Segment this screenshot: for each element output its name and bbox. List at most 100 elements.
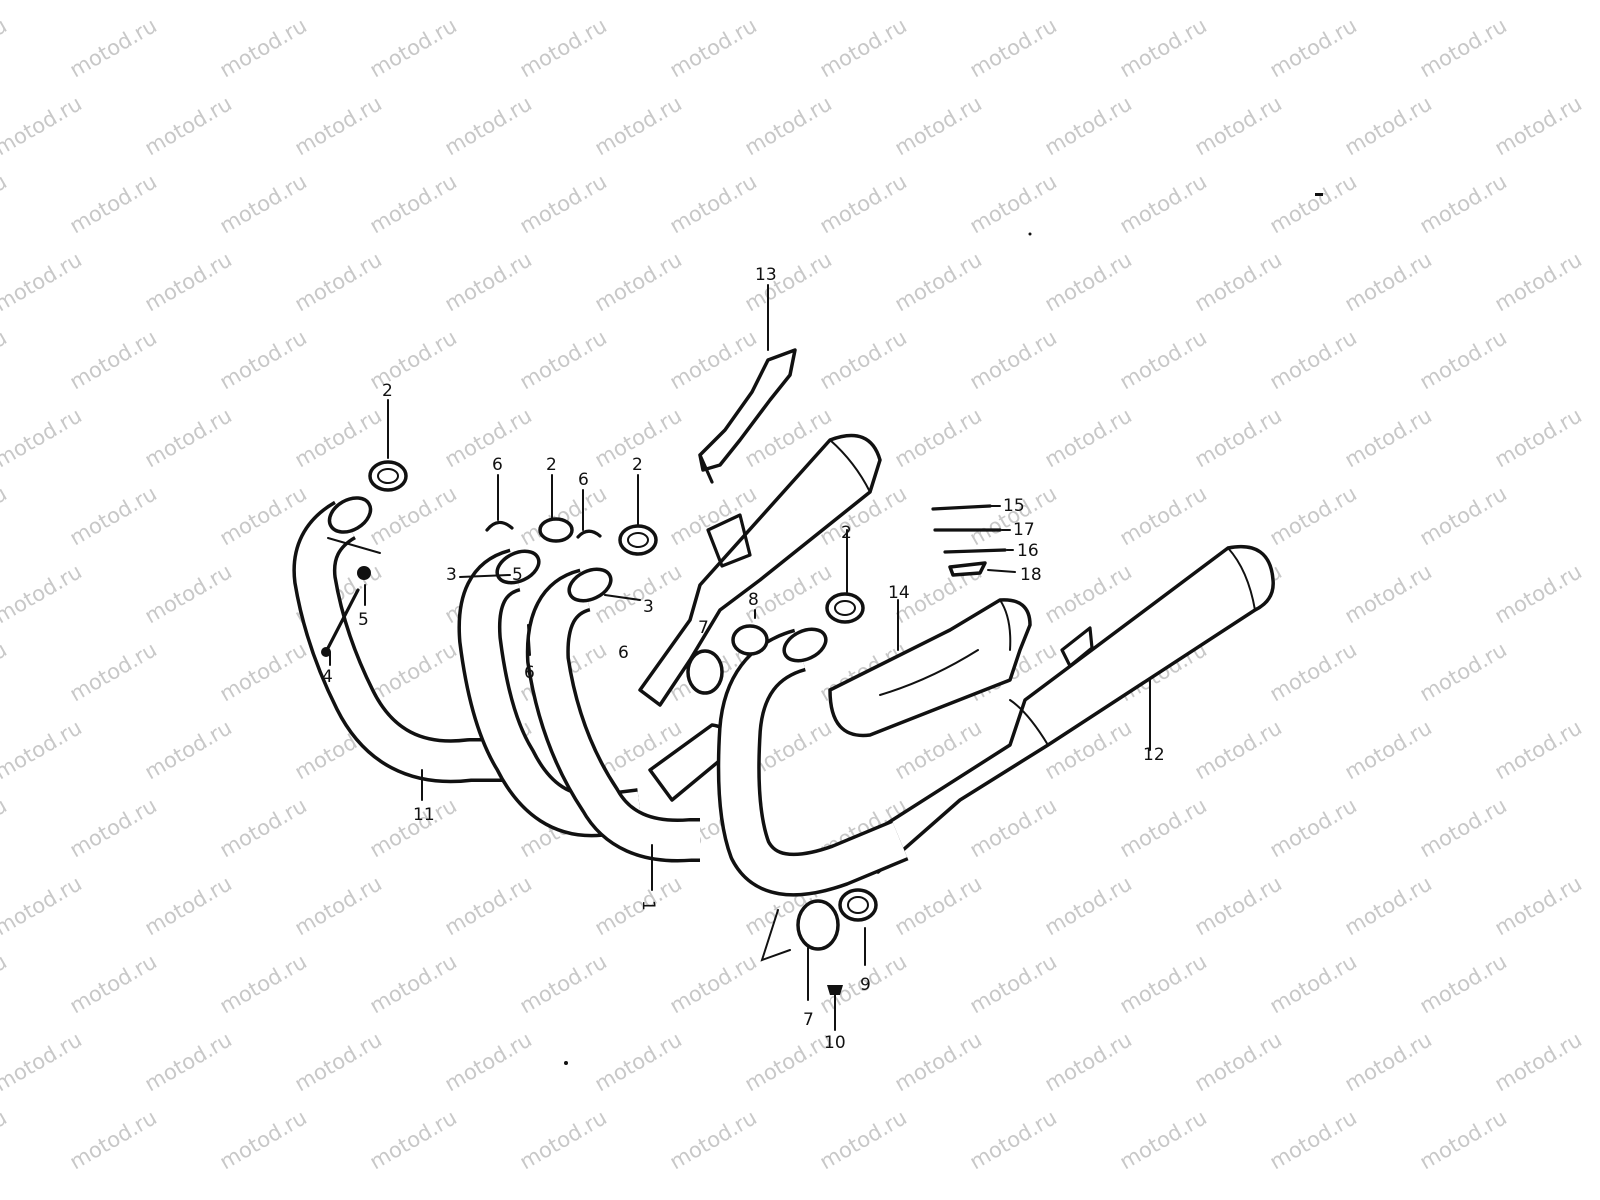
watermark-text: motod.ru [816, 325, 911, 394]
watermark-text: motod.ru [0, 1027, 86, 1096]
callout-5a: 5 [358, 610, 369, 630]
watermark-text: motod.ru [1491, 247, 1586, 316]
watermark-text: motod.ru [1416, 481, 1511, 550]
watermark-text: motod.ru [441, 403, 536, 472]
callout-2d: 2 [841, 523, 852, 543]
watermark-text: motod.ru [1341, 1027, 1436, 1096]
callout-11: 11 [413, 805, 435, 825]
watermark-text: motod.ru [591, 0, 686, 4]
watermark-text: motod.ru [591, 247, 686, 316]
watermark-text: motod.ru [816, 1105, 911, 1174]
watermark-text: motod.ru [1116, 325, 1211, 394]
callout-3a: 3 [446, 565, 457, 585]
watermark-text: motod.ru [1416, 325, 1511, 394]
watermark-text: motod.ru [0, 793, 11, 862]
watermark-text: motod.ru [741, 0, 836, 4]
watermark-text: motod.ru [66, 1105, 161, 1174]
watermark-text: motod.ru [1266, 13, 1361, 82]
watermark-text: motod.ru [291, 871, 386, 940]
watermark-text: motod.ru [216, 637, 311, 706]
watermark-text: motod.ru [141, 1027, 236, 1096]
watermark-text: motod.ru [0, 715, 86, 784]
right-short-muffler-part-14 [828, 598, 1032, 738]
watermark-text: motod.ru [1341, 559, 1436, 628]
watermark-text: motod.ru [1491, 403, 1586, 472]
watermark-text: motod.ru [1491, 871, 1586, 940]
watermark-text: motod.ru [1116, 793, 1211, 862]
watermark-text: motod.ru [966, 325, 1061, 394]
watermark-text: motod.ru [1041, 247, 1136, 316]
watermark-text: motod.ru [366, 793, 461, 862]
callout-6d: 6 [618, 643, 629, 663]
watermark-text: motod.ru [366, 481, 461, 550]
watermark-text: motod.ru [1116, 949, 1211, 1018]
watermark-text: motod.ru [1491, 91, 1586, 160]
watermark-text: motod.ru [66, 481, 161, 550]
watermark-text: motod.ru [0, 559, 86, 628]
watermark-text: motod.ru [441, 247, 536, 316]
callout-9: 9 [860, 975, 871, 995]
watermark-text: motod.ru [1266, 949, 1361, 1018]
watermark-text: motod.ru [1341, 871, 1436, 940]
watermark-text: motod.ru [1416, 793, 1511, 862]
watermark-text: motod.ru [666, 169, 761, 238]
watermark-text: motod.ru [816, 169, 911, 238]
watermark-text: motod.ru [0, 325, 11, 394]
watermark-text: motod.ru [1416, 949, 1511, 1018]
watermark-text: motod.ru [516, 1105, 611, 1174]
callout-2c: 2 [632, 455, 643, 475]
callout-18: 18 [1020, 565, 1042, 585]
watermark-text: motod.ru [666, 325, 761, 394]
watermark-text: motod.ru [1266, 637, 1361, 706]
callout-7a: 7 [698, 618, 709, 638]
watermark-layer: motod.ru motod.ru motod.ru motod.ru motod.ru… [0, 0, 1586, 1174]
watermark-text: motod.ru [966, 1105, 1061, 1174]
watermark-text: motod.ru [216, 793, 311, 862]
watermark-text: motod.ru [66, 637, 161, 706]
watermark-text: motod.ru [0, 13, 11, 82]
watermark-text: motod.ru [1191, 403, 1286, 472]
watermark-text: motod.ru [966, 793, 1061, 862]
watermark-text: motod.ru [366, 637, 461, 706]
leader-lines [327, 284, 1151, 1031]
watermark-text: motod.ru [1491, 1027, 1586, 1096]
watermark-text: motod.ru [1341, 715, 1436, 784]
callout-8: 8 [748, 590, 759, 610]
watermark-text: motod.ru [216, 325, 311, 394]
watermark-text: motod.ru [1266, 793, 1361, 862]
callout-labels: 1 2 2 2 2 3 3 4 5 5 6 6 6 6 7 7 8 9 10 1… [322, 265, 1165, 1053]
watermark-text: motod.ru [0, 1105, 11, 1174]
watermark-text: motod.ru [366, 13, 461, 82]
watermark-text: motod.ru [1116, 1105, 1211, 1174]
watermark-text: motod.ru [1191, 1027, 1286, 1096]
exhaust-pipe-part-1 [525, 568, 712, 863]
watermark-text: motod.ru [1191, 871, 1286, 940]
watermark-text: motod.ru [0, 247, 86, 316]
watermark-text: motod.ru [966, 949, 1061, 1018]
watermark-text: motod.ru [216, 949, 311, 1018]
watermark-text: motod.ru [141, 247, 236, 316]
watermark-text: motod.ru [1266, 325, 1361, 394]
watermark-text: motod.ru [1266, 481, 1361, 550]
exhaust-pipe-4 [716, 628, 909, 897]
watermark-text: motod.ru [1491, 715, 1586, 784]
watermark-text: motod.ru [1116, 481, 1211, 550]
watermark-text: motod.ru [891, 1027, 986, 1096]
watermark-text: motod.ru [291, 247, 386, 316]
callout-4: 4 [322, 667, 333, 687]
watermark-text: motod.ru [1041, 0, 1136, 4]
bracket-part-13 [698, 348, 797, 484]
watermark-text: motod.ru [66, 949, 161, 1018]
watermark-text: motod.ru [141, 715, 236, 784]
watermark-text: motod.ru [141, 0, 236, 4]
watermark-text: motod.ru [441, 1027, 536, 1096]
watermark-text: motod.ru [1416, 13, 1511, 82]
callout-16: 16 [1017, 541, 1039, 561]
watermark-text: motod.ru [1116, 13, 1211, 82]
watermark-text: motod.ru [0, 481, 11, 550]
watermark-text: motod.ru [1041, 91, 1136, 160]
watermark-text: motod.ru [66, 793, 161, 862]
watermark-text: motod.ru [1191, 715, 1286, 784]
